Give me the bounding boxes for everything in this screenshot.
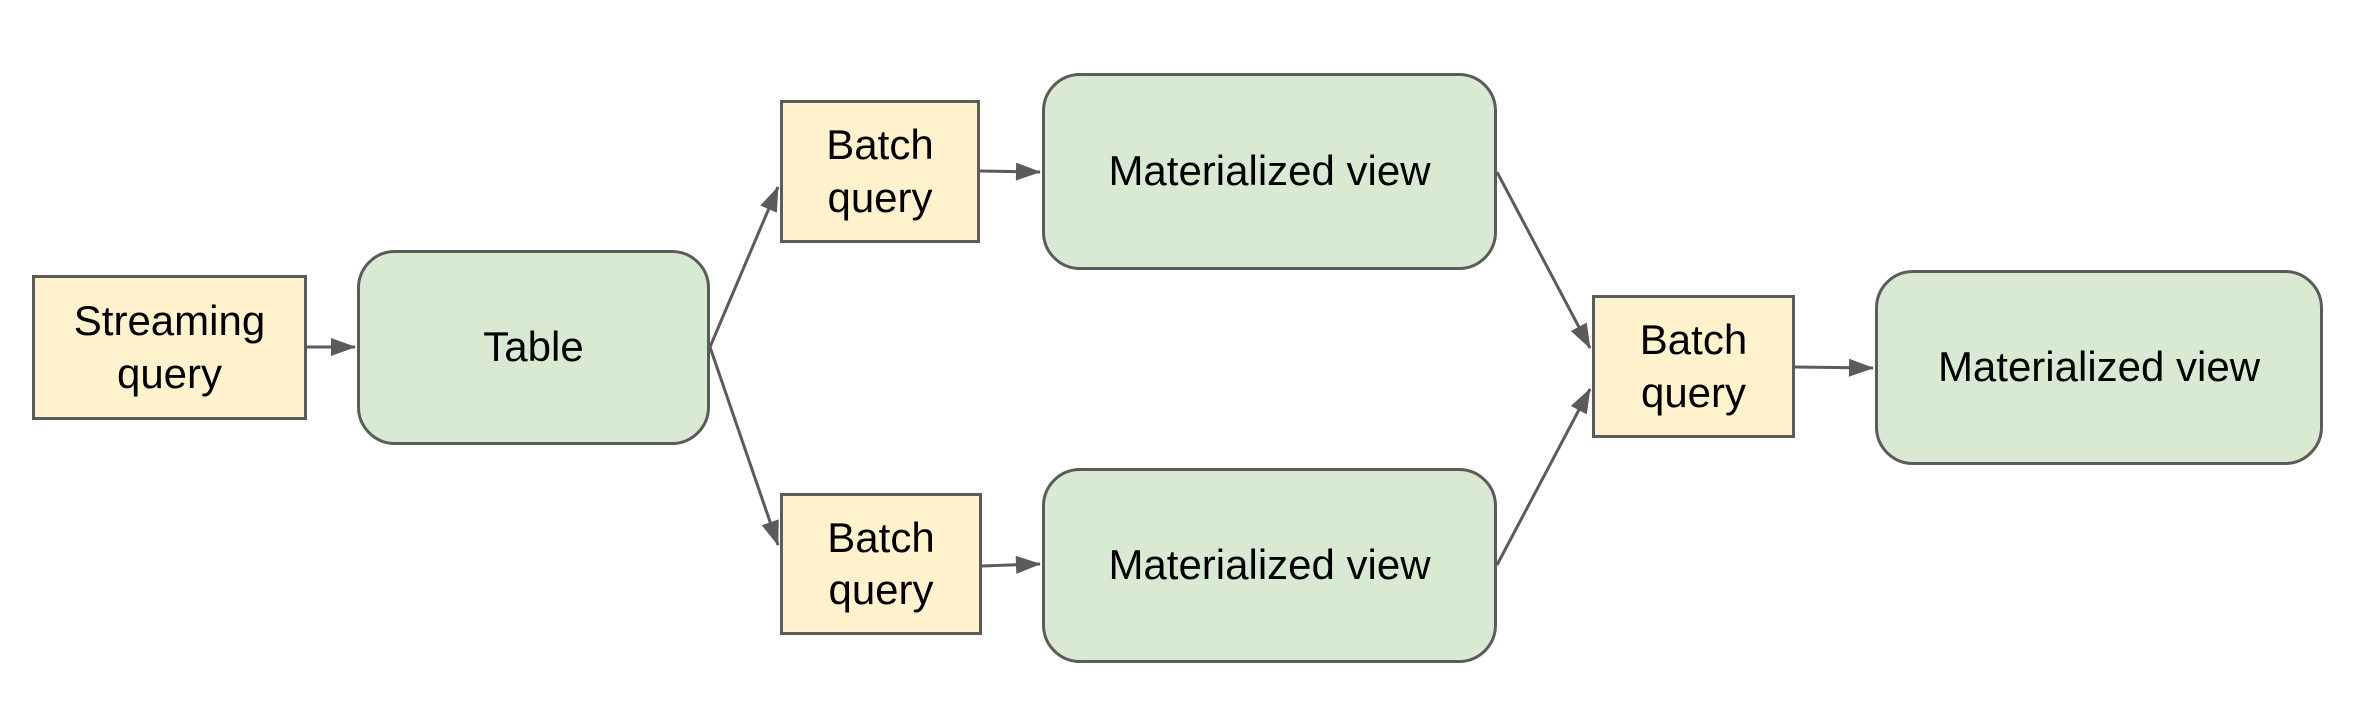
node-streaming-query-label: Streaming query <box>73 297 266 397</box>
connector-materialized-view-bottom-to-batch-query-right <box>1495 388 1592 566</box>
node-materialized-view-final-label: Materialized view <box>1937 343 2261 391</box>
node-materialized-view-bottom-label: Materialized view <box>1108 541 1431 589</box>
node-table: Table <box>357 250 710 445</box>
node-batch-query-right: Batch query <box>1592 295 1795 438</box>
node-batch-query-bottom-label: Batch query <box>827 513 935 614</box>
node-streaming-query: Streaming query <box>32 275 307 420</box>
node-batch-query-top: Batch query <box>780 100 980 243</box>
node-batch-query-right-label: Batch query <box>1639 316 1748 416</box>
node-table-label: Table <box>483 323 584 371</box>
node-materialized-view-top-label: Materialized view <box>1108 147 1431 195</box>
connector-materialized-view-top-to-batch-query-right <box>1495 171 1592 349</box>
connector-table-to-batch-query-bottom <box>708 346 780 546</box>
node-batch-query-top-label: Batch query <box>826 121 934 221</box>
connector-batch-query-bottom-to-materialized-view-bottom <box>981 555 1041 574</box>
node-batch-query-bottom: Batch query <box>780 493 982 635</box>
connector-table-to-batch-query-top <box>708 186 780 348</box>
node-materialized-view-final: Materialized view <box>1875 270 2323 465</box>
connector-batch-query-right-to-materialized-view-final <box>1794 358 1874 377</box>
connector-batch-query-top-to-materialized-view-top <box>979 162 1041 181</box>
node-materialized-view-top: Materialized view <box>1042 73 1497 270</box>
node-materialized-view-bottom: Materialized view <box>1042 468 1497 663</box>
